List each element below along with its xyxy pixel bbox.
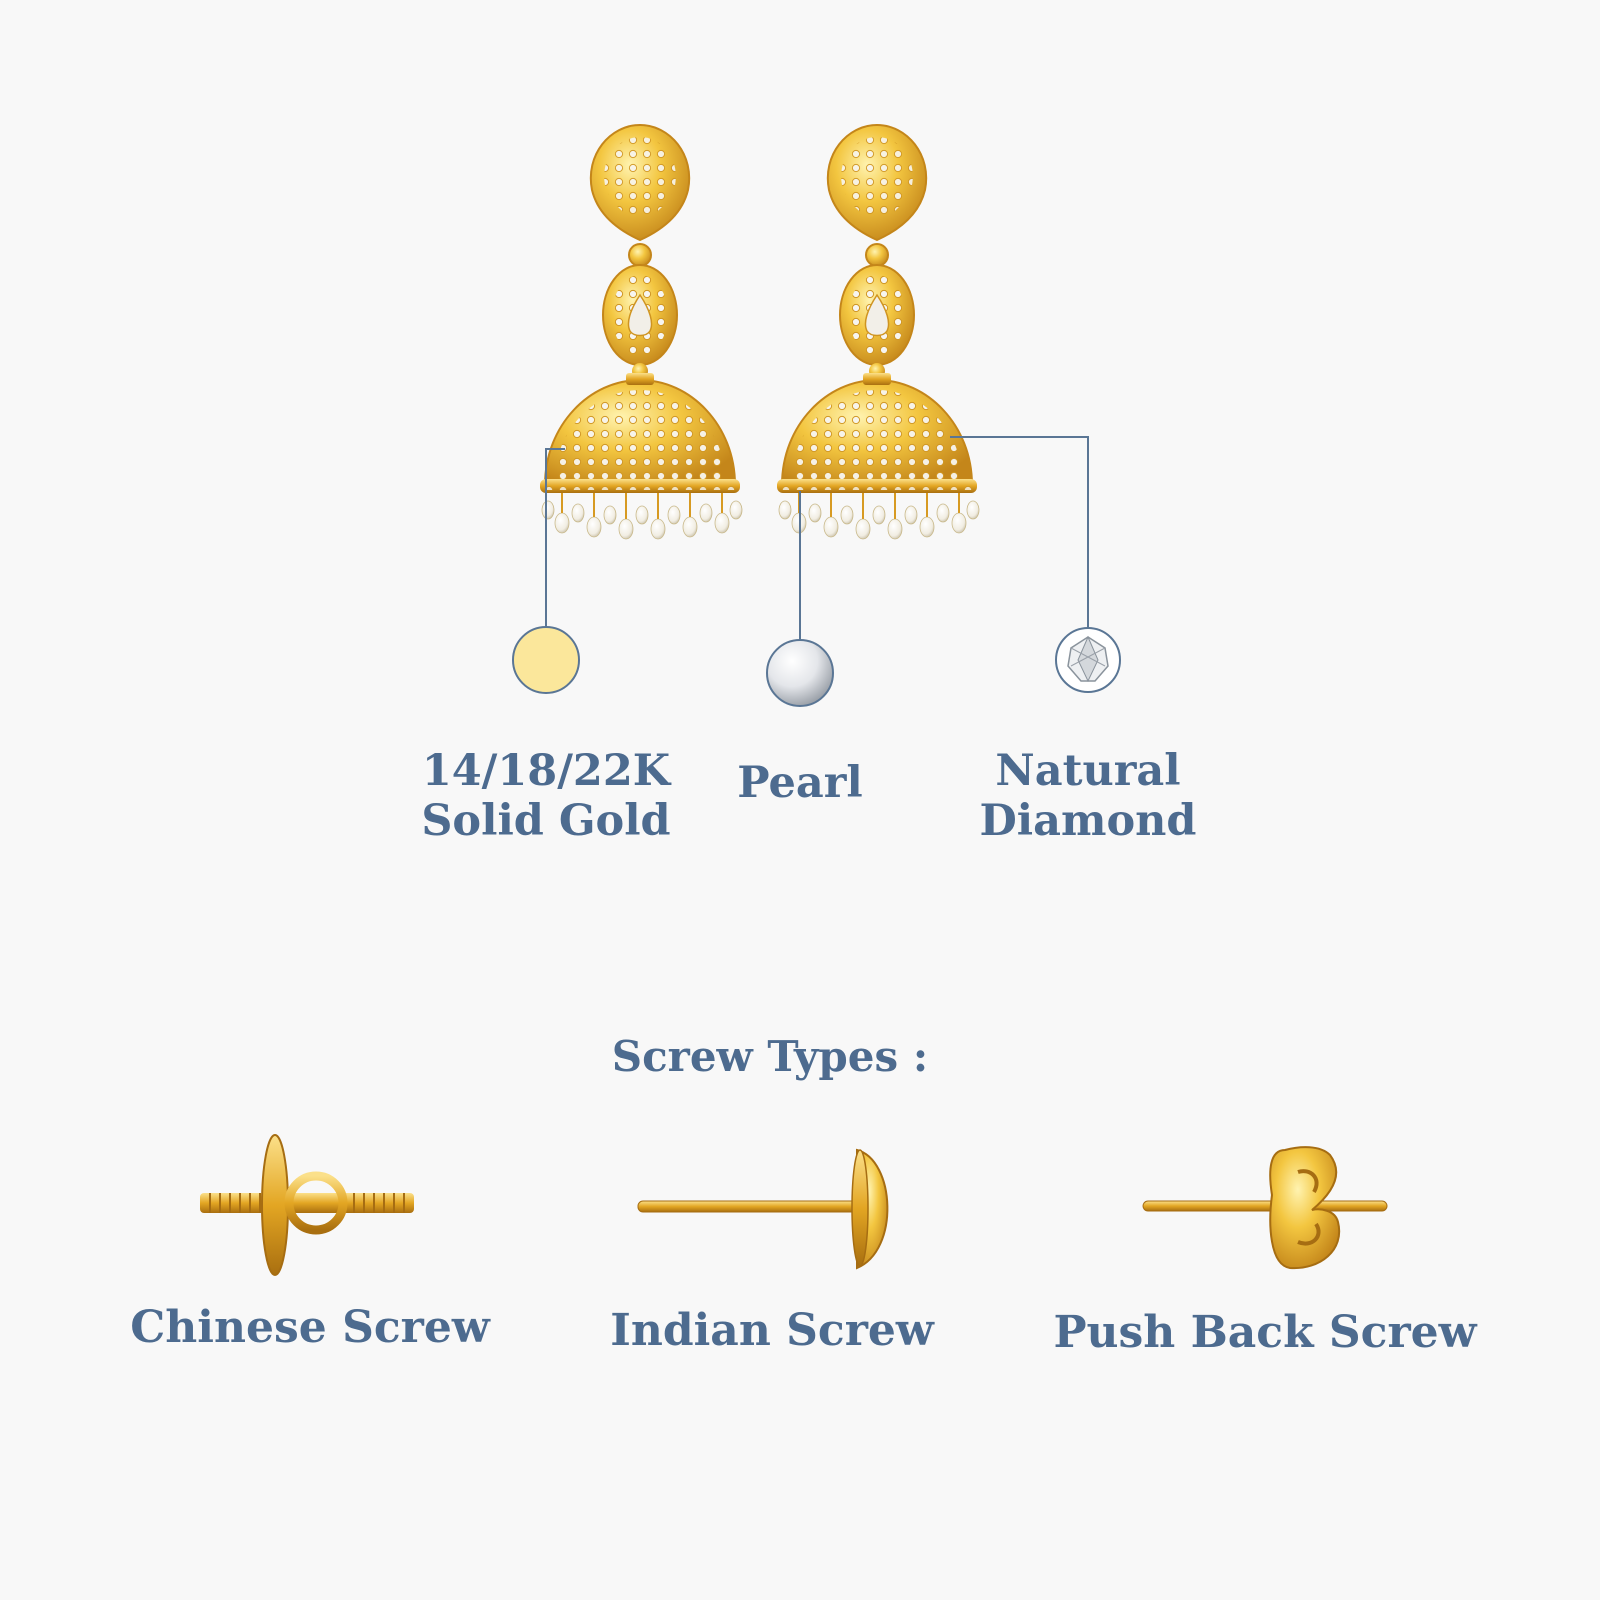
gold-swatch-icon bbox=[512, 626, 580, 694]
leader-lines bbox=[545, 436, 1089, 645]
screw-types-title: Screw Types : bbox=[611, 1032, 929, 1081]
material-label-pearl: Pearl bbox=[690, 758, 910, 808]
left-earring-image bbox=[539, 124, 743, 540]
material-diamond-line1: Natural bbox=[995, 746, 1181, 796]
material-diamond-line2: Diamond bbox=[979, 796, 1197, 846]
material-pearl-line1: Pearl bbox=[737, 758, 863, 808]
indian-screw-icon bbox=[637, 1148, 889, 1270]
screw-label-indian: Indian Screw bbox=[610, 1305, 934, 1356]
screw-label-chinese: Chinese Screw bbox=[130, 1302, 490, 1353]
material-gold-line1: 14/18/22K bbox=[421, 746, 671, 796]
screw-label-pushback: Push Back Screw bbox=[1053, 1307, 1477, 1358]
material-label-gold: 14/18/22K Solid Gold bbox=[396, 746, 696, 846]
push-back-screw-icon bbox=[1142, 1146, 1388, 1270]
material-label-diamond: Natural Diamond bbox=[938, 746, 1238, 846]
chinese-screw-icon bbox=[200, 1134, 414, 1276]
material-gold-line2: Solid Gold bbox=[421, 796, 671, 846]
right-earring-image bbox=[776, 124, 980, 540]
diamond-icon bbox=[1055, 627, 1121, 693]
pearl-icon bbox=[766, 639, 834, 707]
